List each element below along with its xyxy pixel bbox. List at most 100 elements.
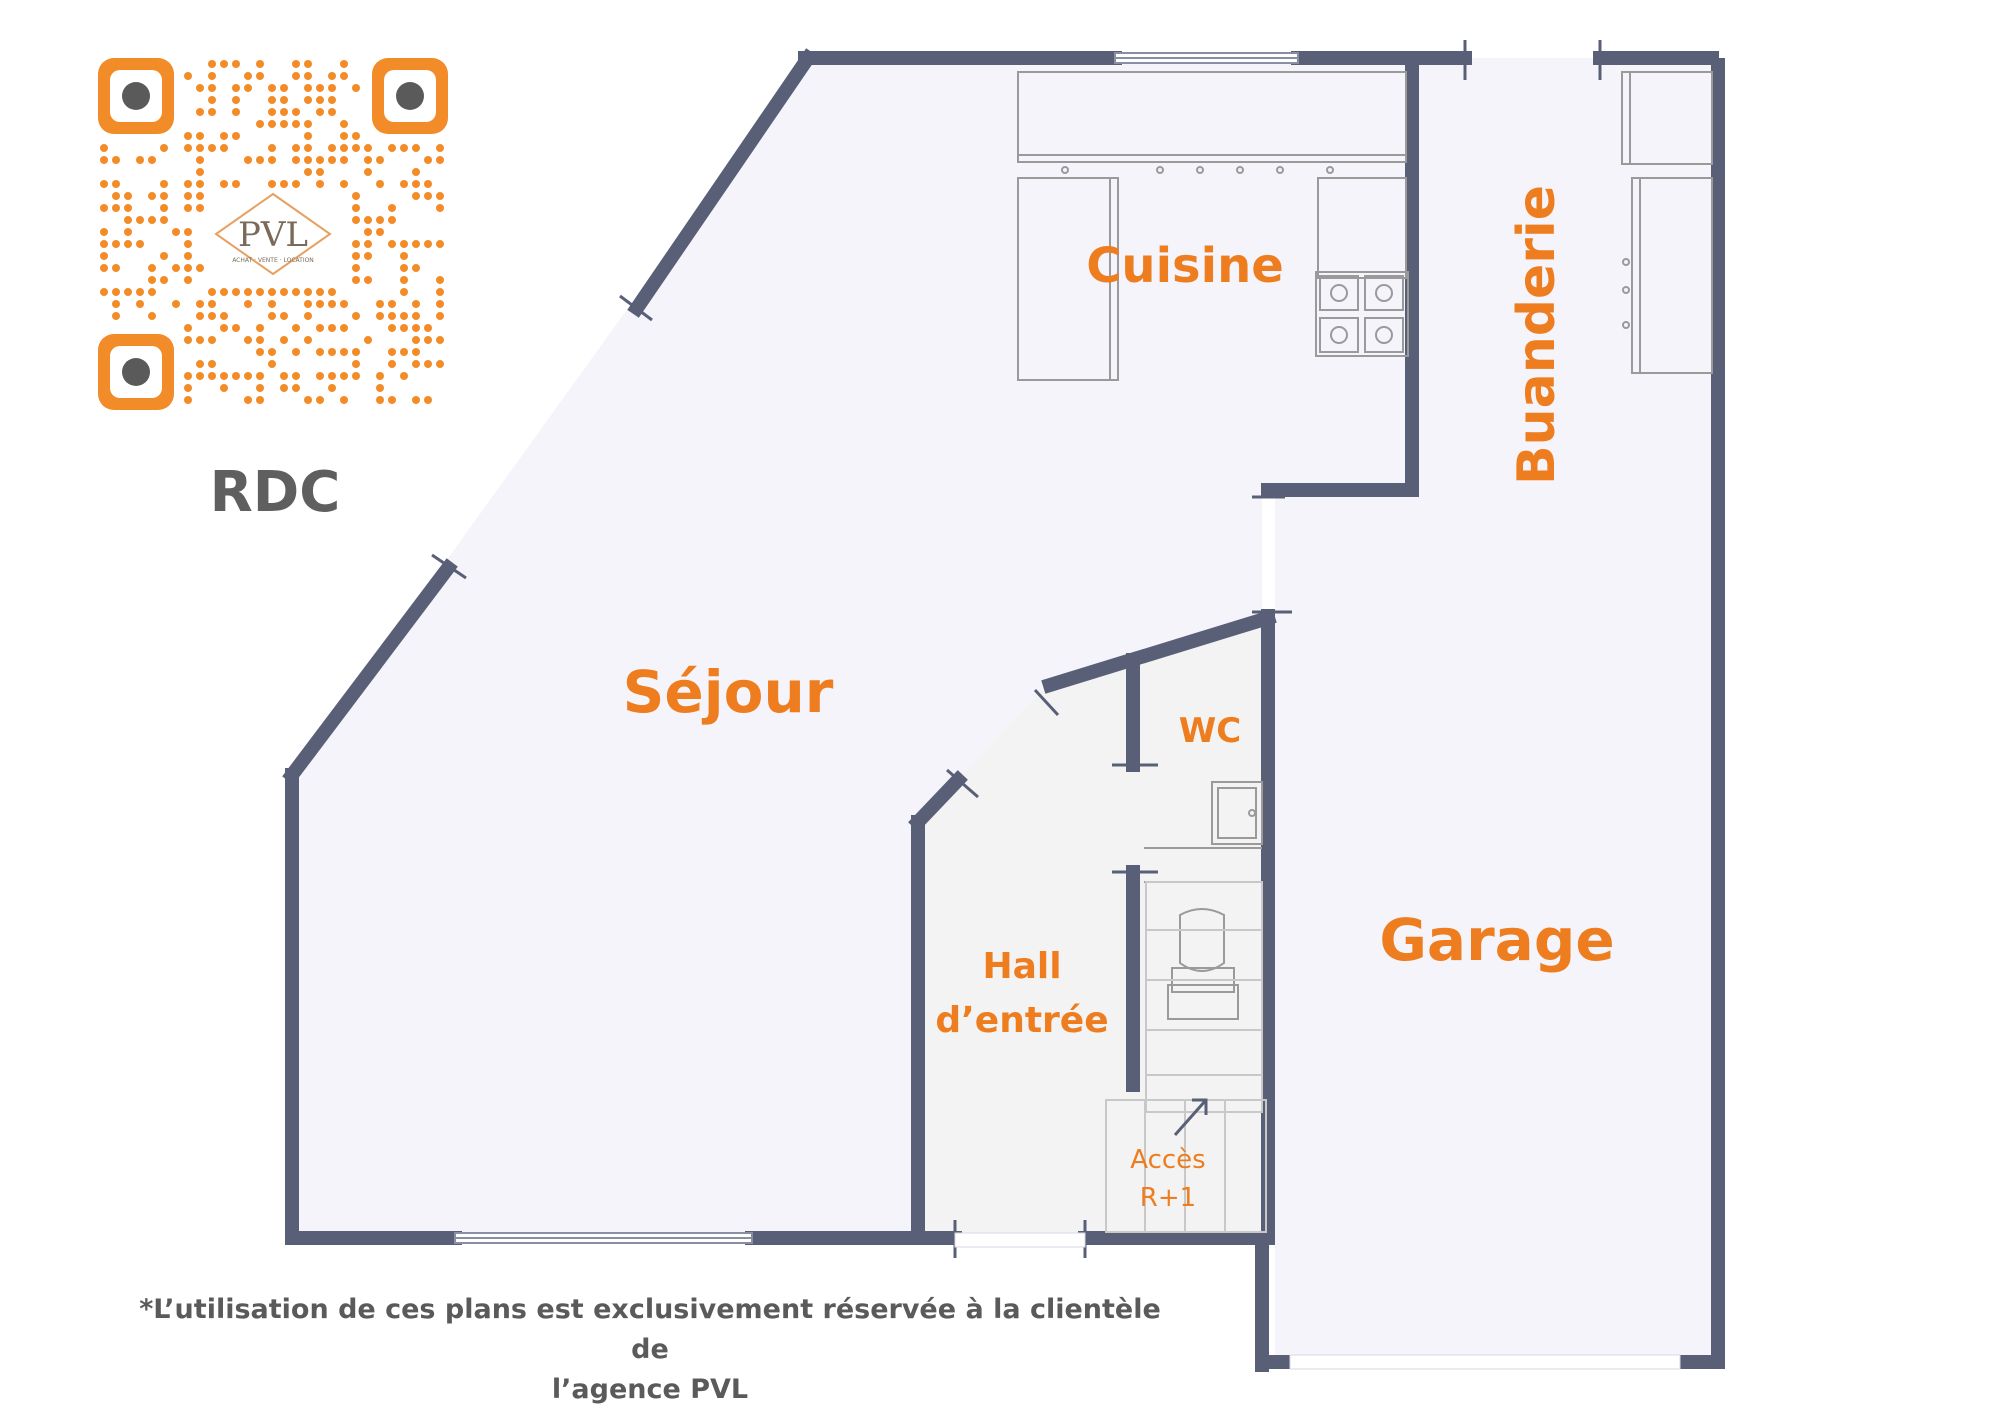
qr-module: [232, 288, 240, 296]
qr-module: [112, 312, 120, 320]
wall-hall-diagonal-upper: [1041, 609, 1277, 694]
label-buanderie: Buanderie: [1507, 185, 1567, 485]
qr-module: [232, 132, 240, 140]
qr-module: [388, 144, 396, 152]
qr-module: [208, 72, 216, 80]
hall-floor: [918, 618, 1270, 1238]
qr-module: [304, 168, 312, 176]
qr-module: [244, 156, 252, 164]
sejour-floor: [292, 58, 1412, 1238]
qr-module: [280, 180, 288, 188]
qr-module: [172, 228, 180, 236]
qr-module: [208, 96, 216, 104]
qr-module: [316, 396, 324, 404]
qr-module: [136, 240, 144, 248]
qr-module: [304, 288, 312, 296]
qr-module: [160, 180, 168, 188]
qr-module: [256, 396, 264, 404]
qr-module: [328, 108, 336, 116]
qr-module: [268, 180, 276, 188]
qr-module: [364, 240, 372, 248]
qr-module: [208, 300, 216, 308]
opening-slant-tick-lower: [431, 553, 467, 580]
qr-module: [364, 168, 372, 176]
qr-module: [328, 384, 336, 392]
qr-module: [436, 144, 444, 152]
qr-module: [112, 300, 120, 308]
label-cuisine: Cuisine: [1086, 238, 1284, 294]
qr-module: [208, 108, 216, 116]
qr-module: [184, 324, 192, 332]
floor-areas: [292, 58, 1715, 1360]
entry-door: [954, 1232, 1086, 1248]
qr-module: [112, 192, 120, 200]
qr-module: [100, 288, 108, 296]
qr-module: [280, 372, 288, 380]
qr-module: [304, 96, 312, 104]
qr-module: [184, 396, 192, 404]
qr-module: [388, 204, 396, 212]
qr-module: [424, 336, 432, 344]
qr-module: [328, 288, 336, 296]
qr-module: [208, 60, 216, 68]
qr-module: [388, 360, 396, 368]
windows: [454, 52, 1299, 1244]
opening-hall-tick-upper: [1033, 688, 1060, 717]
qr-module: [340, 156, 348, 164]
qr-module: [436, 288, 444, 296]
label-acces-line2: R+1: [1140, 1183, 1196, 1213]
logo-subtext: ACHAT · VENTE · LOCATION: [232, 257, 314, 264]
qr-module: [436, 156, 444, 164]
qr-module: [424, 360, 432, 368]
qr-module: [112, 180, 120, 188]
wall-slant-lower: [282, 558, 458, 785]
qr-module: [316, 96, 324, 104]
qr-module: [352, 360, 360, 368]
qr-module: [196, 156, 204, 164]
qr-module: [196, 144, 204, 152]
qr-module: [436, 276, 444, 284]
qr-module: [328, 348, 336, 356]
qr-module: [436, 360, 444, 368]
qr-module: [340, 60, 348, 68]
qr-module: [292, 384, 300, 392]
qr-module: [196, 300, 204, 308]
qr-module: [292, 324, 300, 332]
qr-module: [208, 144, 216, 152]
qr-finder-top-left: [98, 58, 174, 134]
qr-module: [412, 324, 420, 332]
qr-module: [340, 180, 348, 188]
qr-module: [292, 108, 300, 116]
qr-module: [352, 276, 360, 284]
label-wc: WC: [1179, 711, 1241, 751]
qr-module: [268, 288, 276, 296]
qr-module: [436, 312, 444, 320]
qr-module: [424, 324, 432, 332]
qr-module: [316, 300, 324, 308]
opening-hall-tick-lower: [946, 768, 979, 799]
qr-module: [220, 288, 228, 296]
qr-module: [184, 336, 192, 344]
qr-module: [100, 228, 108, 236]
qr-module: [136, 288, 144, 296]
walls: [282, 48, 1725, 1372]
qr-module: [220, 60, 228, 68]
qr-module: [316, 348, 324, 356]
qr-module: [148, 312, 156, 320]
qr-module: [328, 72, 336, 80]
qr-module: [328, 300, 336, 308]
qr-module: [208, 84, 216, 92]
qr-module: [412, 144, 420, 152]
qr-module: [220, 324, 228, 332]
qr-module: [280, 96, 288, 104]
qr-module: [256, 336, 264, 344]
label-garage: Garage: [1379, 906, 1614, 974]
qr-module: [376, 156, 384, 164]
qr-module: [232, 96, 240, 104]
qr-module: [172, 264, 180, 272]
qr-module: [220, 384, 228, 392]
qr-module: [388, 396, 396, 404]
stair-case: [1145, 881, 1263, 1113]
qr-module: [412, 300, 420, 308]
qr-module: [400, 324, 408, 332]
